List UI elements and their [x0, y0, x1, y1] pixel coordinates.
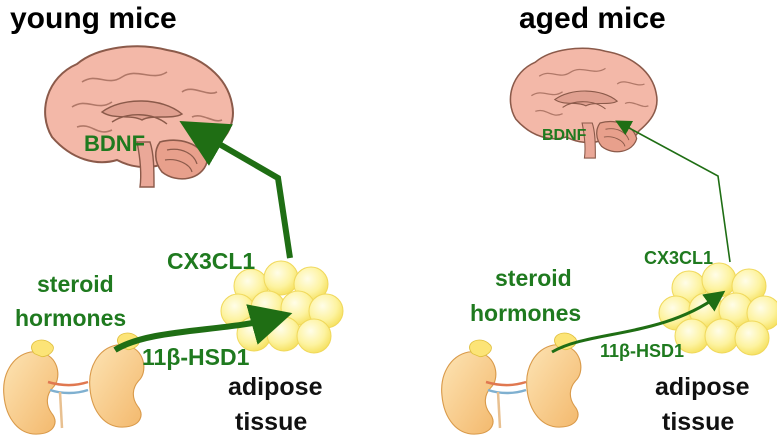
adipose-tissue-icon [220, 260, 344, 354]
vessels [47, 380, 89, 429]
panel-aged: aged mice BDNF CX3CL1 steroid hormones 1… [441, 2, 777, 436]
chemokine-label: CX3CL1 [167, 248, 255, 274]
vessels [485, 380, 527, 429]
tissue-label-line2: tissue [235, 408, 307, 436]
kidney-icon [441, 339, 497, 435]
tissue-label-line1: adipose [228, 373, 323, 401]
panel-title: young mice [10, 2, 177, 35]
panel-title: aged mice [519, 2, 666, 35]
kidney-icon [3, 339, 59, 435]
tissue-label-line2: tissue [662, 408, 734, 436]
brain-label: BDNF [84, 131, 145, 156]
tissue-label-line1: adipose [655, 373, 750, 401]
hormone-label-line1: steroid [37, 271, 114, 297]
chemokine-label: CX3CL1 [644, 248, 713, 268]
hormone-label-line2: hormones [15, 305, 126, 331]
enzyme-label: 11β-HSD1 [142, 344, 250, 370]
hormone-arrow [113, 304, 293, 353]
brain-label: BDNF [542, 127, 587, 144]
hormone-label-line2: hormones [470, 300, 581, 326]
hormone-arrow [551, 290, 726, 354]
chemokine-arrow [179, 120, 293, 259]
adrenal-gland-icon [526, 332, 582, 428]
panel-young: young mice BDNF CX3CL1 steroid hormones … [3, 2, 344, 436]
enzyme-label: 11β-HSD1 [600, 341, 684, 361]
chemokine-arrow [615, 120, 731, 263]
brain-icon [44, 45, 234, 188]
hormone-label-line1: steroid [495, 265, 572, 291]
